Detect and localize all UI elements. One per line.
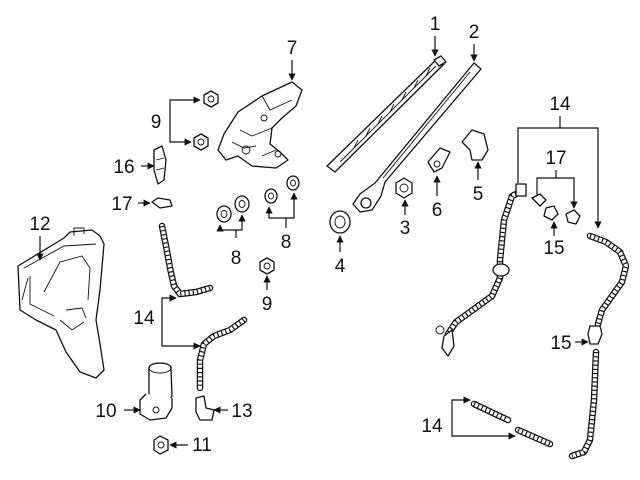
grommet-nut-upper [193,90,219,151]
hose-clips-right [531,193,581,225]
short-hoses [470,400,554,448]
callout-7: 7 [287,38,298,59]
callout-3: 3 [400,218,411,239]
shaft-seal [329,210,351,234]
grommets [216,175,300,223]
wiper-cover [461,129,489,161]
leader-lines [36,36,602,449]
washer-pump [139,362,173,421]
callout-10: 10 [95,401,116,422]
pump-grommet [153,435,169,455]
callout-6: 6 [432,200,443,221]
callout-9-upper: 9 [151,112,162,133]
callout-labels: 1 2 3 4 5 6 7 8 8 9 9 10 11 12 13 14 14 … [29,14,571,456]
callout-15-right: 15 [550,333,571,354]
callout-8-right: 8 [281,232,292,253]
elbow-connector [195,395,215,421]
callout-17-right: 17 [545,148,566,169]
callout-12: 12 [29,214,50,235]
callout-2: 2 [469,22,480,43]
wiper-blade [326,55,447,173]
washer-hose-left [158,222,248,392]
callout-16: 16 [113,157,134,178]
grommet-nut-lower [259,257,275,275]
callout-13: 13 [231,401,252,422]
hose-clip-left [151,197,173,209]
arm-cap [427,147,451,173]
callout-8-left: 8 [231,248,242,269]
hose-connector [153,145,167,185]
washer-reservoir [17,227,105,379]
washer-hose-right [435,183,630,460]
callout-15-upper: 15 [543,238,564,259]
callout-14-left: 14 [133,308,155,329]
wiper-arm [352,62,482,213]
callout-17-left: 17 [111,194,132,215]
callout-1: 1 [430,14,441,35]
callout-14-top-right: 14 [549,94,571,115]
callout-9-lower: 9 [262,294,273,315]
callout-14-bottom-right: 14 [421,416,443,437]
hose-joint-connectors [543,205,603,345]
wiper-motor [217,81,303,169]
arm-nut [395,177,413,199]
callout-4: 4 [335,256,346,277]
callout-5: 5 [473,184,484,205]
callout-11: 11 [192,435,212,456]
